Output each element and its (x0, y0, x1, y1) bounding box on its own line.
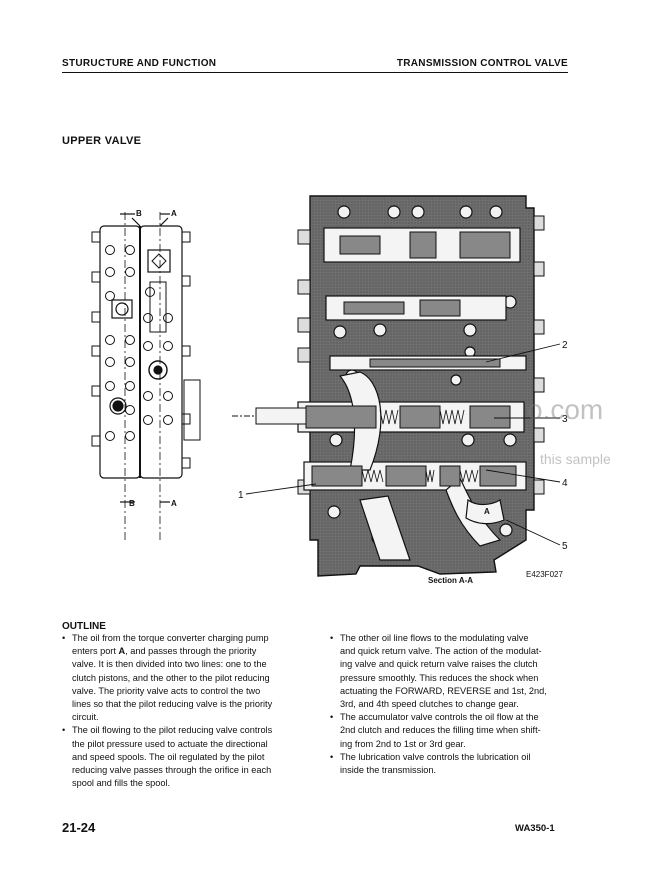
outline-item: The other oil line flows to the modulati… (330, 632, 580, 711)
callout-4: 4 (562, 478, 568, 489)
model-code: WA350-1 (515, 823, 555, 834)
label-a-bottom: A (171, 499, 177, 508)
callout-5: 5 (562, 541, 568, 552)
label-b-top: B (136, 209, 142, 218)
outline-item: The oil from the torque converter chargi… (62, 632, 312, 724)
callout-3: 3 (562, 414, 568, 425)
figure-caption: Section A-A (428, 576, 474, 585)
section-title: UPPER VALVE (62, 135, 142, 147)
page-number: 21-24 (62, 820, 96, 835)
figure-id: E423F027 (526, 570, 563, 579)
outline-title: OUTLINE (62, 621, 106, 632)
callout-2: 2 (562, 340, 568, 351)
port-a-label: A (484, 507, 490, 516)
outline-right-column: The other oil line flows to the modulati… (330, 632, 580, 777)
outline-item: The lubrication valve controls the lubri… (330, 751, 580, 777)
page-header: STURUCTURE AND FUNCTION TRANSMISSION CON… (62, 58, 568, 73)
outline-item: The accumulator valve controls the oil f… (330, 711, 580, 751)
header-right: TRANSMISSION CONTROL VALVE (396, 58, 568, 69)
external-view-drawing (91, 212, 201, 540)
section-view-drawing (232, 195, 545, 577)
callout-1: 1 (238, 490, 244, 501)
outline-left-column: The oil from the torque converter chargi… (62, 632, 312, 790)
label-a-top: A (171, 209, 177, 218)
header-left: STURUCTURE AND FUNCTION (62, 58, 217, 69)
label-b-bottom: B (129, 499, 135, 508)
outline-item: The oil flowing to the pilot reducing va… (62, 724, 312, 790)
